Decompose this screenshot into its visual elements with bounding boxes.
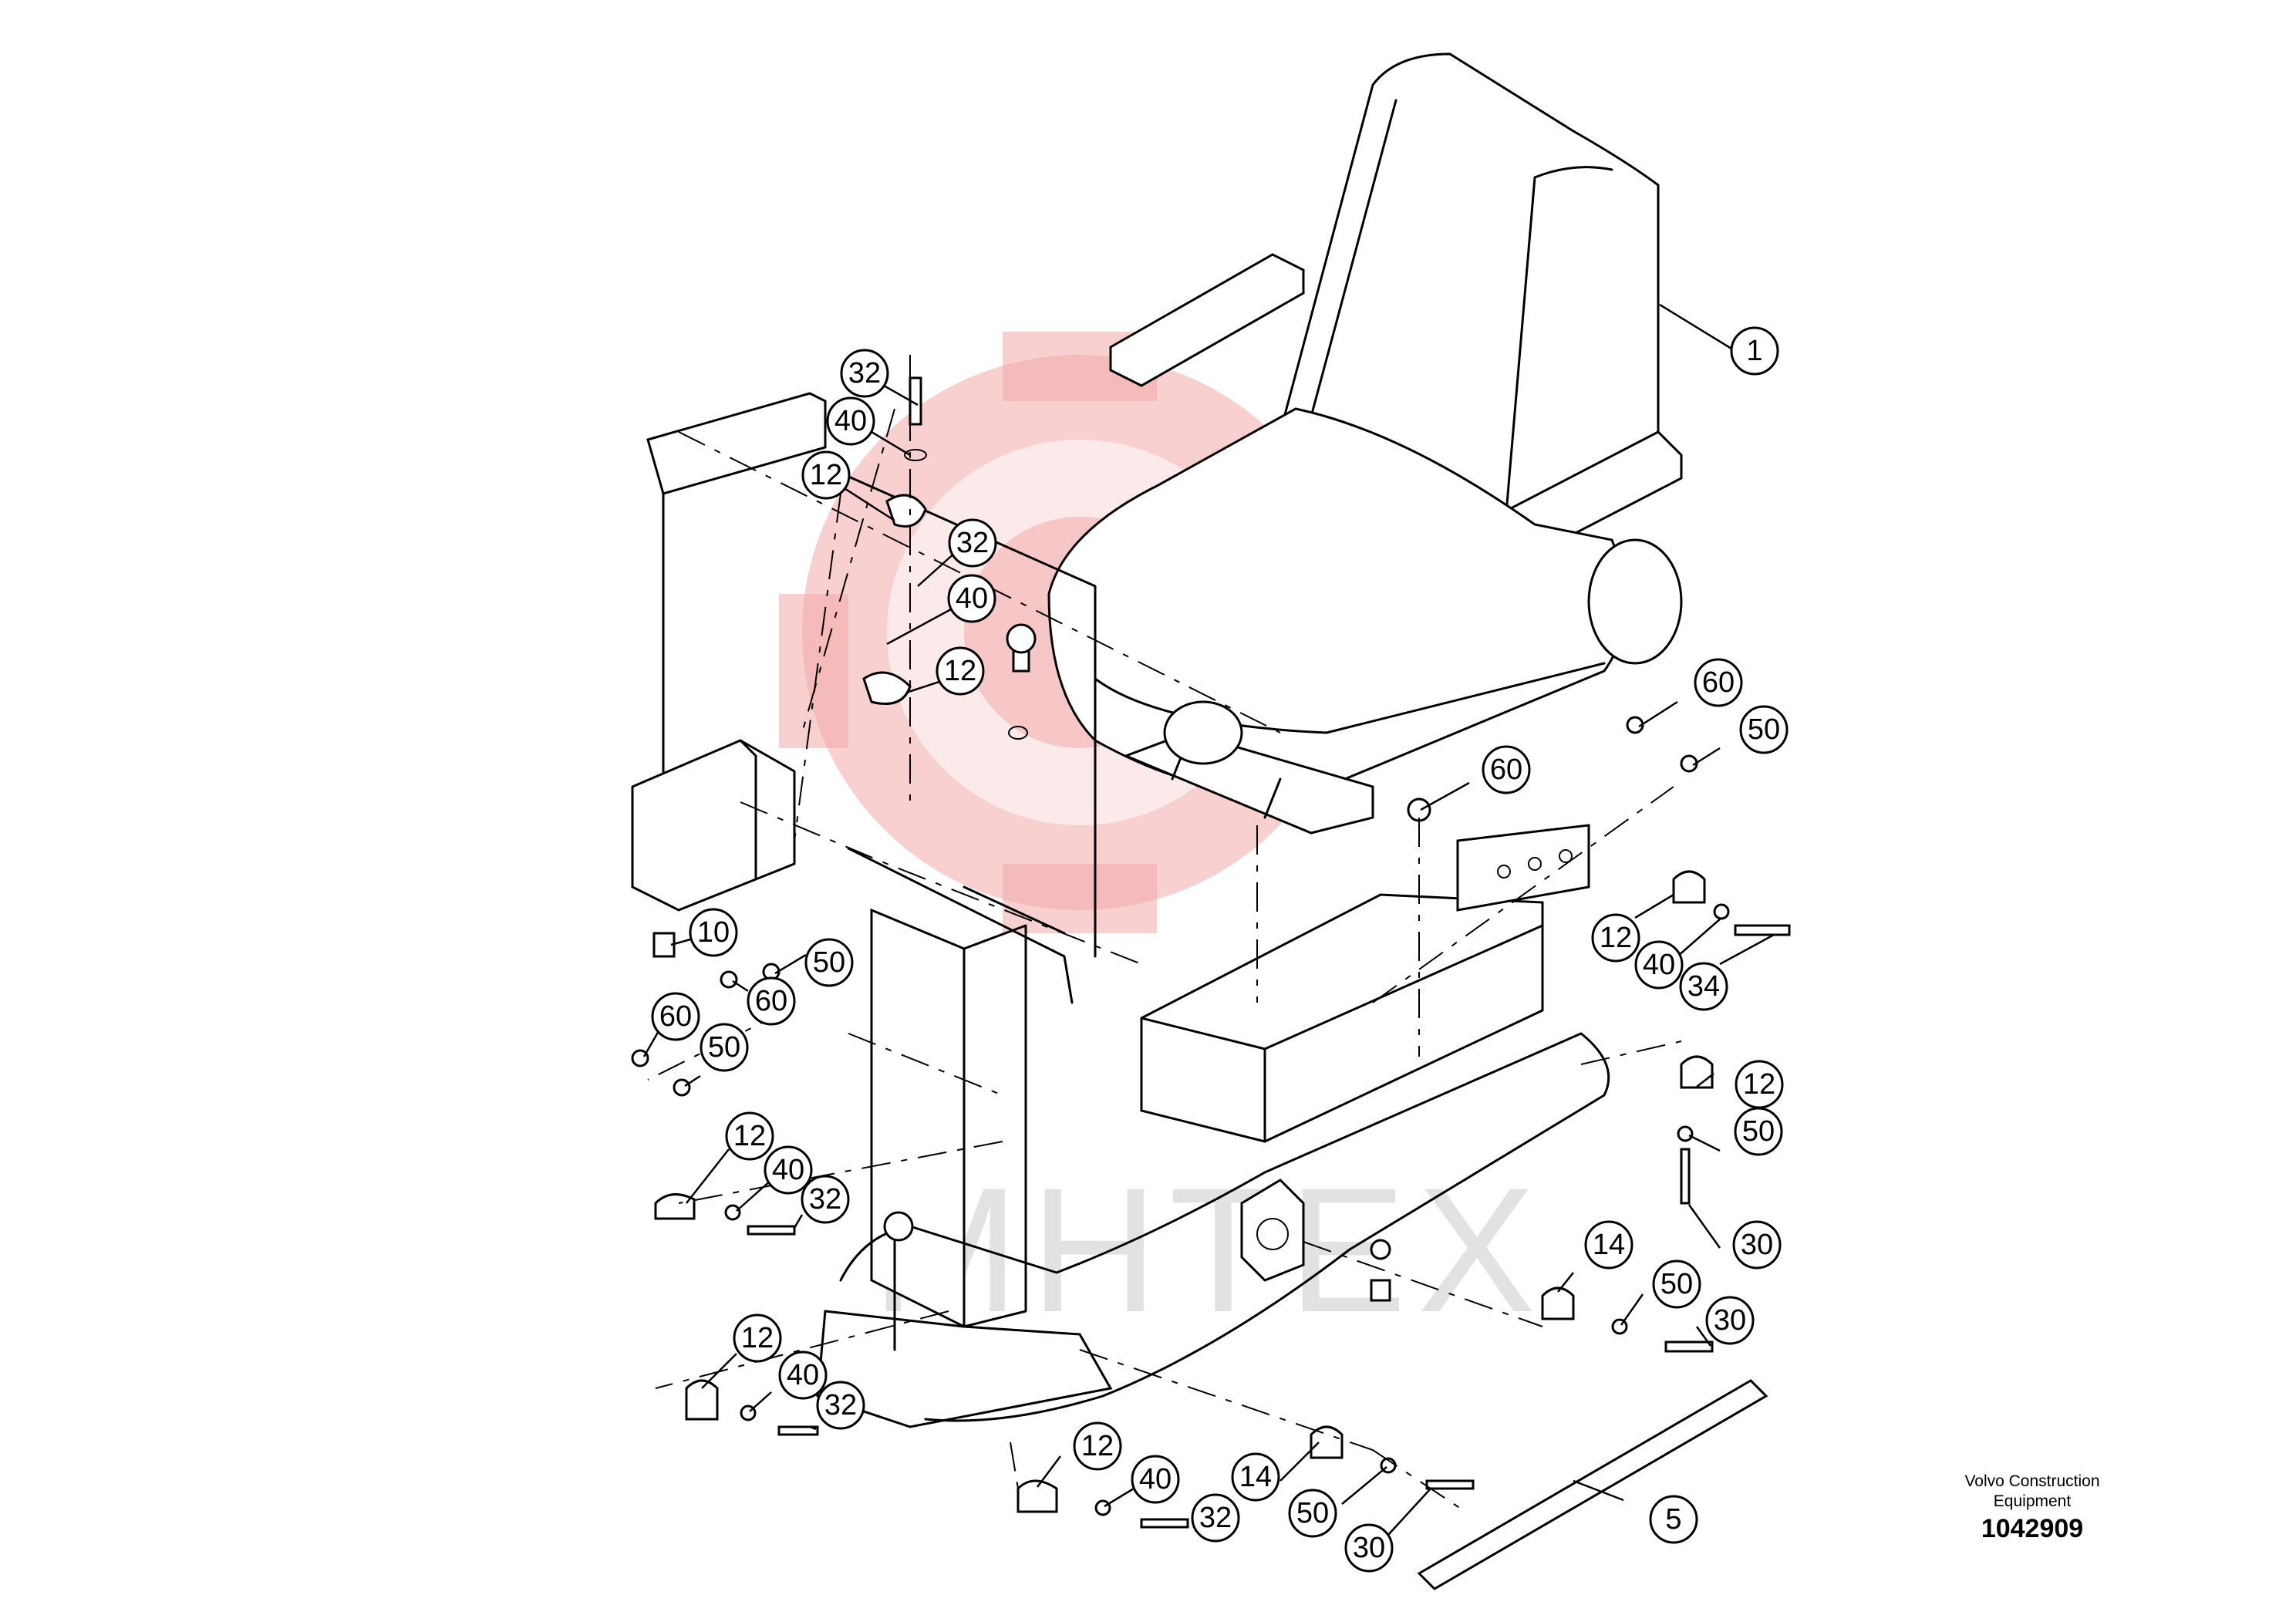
- svg-text:40: 40: [834, 405, 867, 437]
- svg-text:12: 12: [733, 1120, 766, 1152]
- callout-12: 12: [1073, 1421, 1122, 1471]
- callout-40: 40: [947, 574, 996, 623]
- callout-60: 60: [1482, 745, 1531, 794]
- callout-34: 34: [1679, 962, 1728, 1011]
- svg-text:32: 32: [824, 1389, 857, 1421]
- callout-30: 30: [1732, 1220, 1782, 1270]
- mounting-frame: [631, 392, 1610, 1428]
- svg-text:50: 50: [1296, 1497, 1329, 1529]
- svg-text:12: 12: [741, 1322, 774, 1354]
- svg-text:14: 14: [1239, 1461, 1272, 1493]
- svg-text:1: 1: [1746, 335, 1762, 367]
- callout-50: 50: [1734, 1107, 1783, 1156]
- callout-32: 32: [801, 1175, 850, 1224]
- callout-50: 50: [1288, 1489, 1337, 1538]
- callout-32: 32: [1191, 1493, 1240, 1543]
- callout-5: 5: [1649, 1495, 1698, 1544]
- publisher-credit: Volvo Construction Equipment: [1893, 1472, 2171, 1512]
- callout-10: 10: [689, 908, 738, 957]
- svg-text:50: 50: [1748, 713, 1780, 746]
- svg-text:40: 40: [956, 582, 988, 615]
- svg-text:30: 30: [1741, 1229, 1773, 1261]
- svg-text:32: 32: [848, 357, 881, 389]
- callout-40: 40: [1634, 940, 1684, 990]
- svg-text:60: 60: [1702, 666, 1735, 699]
- watermark-text: MHTEX: [872, 1151, 1546, 1349]
- callout-40: 40: [826, 396, 875, 446]
- callout-60: 60: [1694, 658, 1743, 707]
- callout-12: 12: [936, 646, 985, 696]
- callout-50: 50: [804, 938, 854, 987]
- callout-40: 40: [764, 1145, 813, 1195]
- svg-text:32: 32: [956, 527, 989, 559]
- callout-32: 32: [840, 349, 889, 398]
- callout-12: 12: [1591, 913, 1640, 963]
- callout-32: 32: [816, 1381, 865, 1430]
- svg-text:40: 40: [1139, 1463, 1172, 1496]
- svg-text:32: 32: [809, 1183, 841, 1216]
- svg-text:30: 30: [1353, 1532, 1385, 1564]
- svg-text:5: 5: [1665, 1503, 1681, 1536]
- svg-text:12: 12: [1081, 1430, 1114, 1462]
- callout-30: 30: [1344, 1523, 1394, 1573]
- callout-14: 14: [1584, 1220, 1633, 1270]
- svg-text:50: 50: [1742, 1115, 1775, 1148]
- callouts: 1 32 40 12 32 40 12 60 50 60 12 40 34 10…: [651, 326, 1789, 1573]
- callout-14: 14: [1231, 1452, 1280, 1502]
- svg-text:60: 60: [1490, 754, 1522, 786]
- svg-text:50: 50: [813, 946, 845, 979]
- hardware: [631, 376, 1791, 1590]
- callout-12: 12: [1735, 1060, 1784, 1109]
- svg-text:12: 12: [1600, 922, 1632, 954]
- leader-lines: [642, 303, 1775, 1536]
- callout-50: 50: [1652, 1259, 1701, 1309]
- callout-60: 60: [651, 992, 700, 1041]
- callout-12: 12: [733, 1313, 782, 1363]
- svg-text:40: 40: [1643, 949, 1675, 981]
- callout-40: 40: [1131, 1455, 1180, 1504]
- callout-40: 40: [778, 1351, 828, 1400]
- callout-30: 30: [1705, 1296, 1755, 1345]
- svg-text:50: 50: [708, 1031, 740, 1064]
- svg-text:32: 32: [1199, 1502, 1232, 1534]
- callout-50: 50: [700, 1023, 749, 1072]
- svg-text:14: 14: [1593, 1229, 1625, 1261]
- svg-text:60: 60: [659, 1000, 692, 1033]
- svg-text:50: 50: [1660, 1268, 1693, 1300]
- callout-50: 50: [1739, 705, 1789, 754]
- callout-60: 60: [747, 976, 796, 1026]
- callout-12: 12: [801, 450, 851, 500]
- callout-12: 12: [725, 1111, 774, 1161]
- svg-text:12: 12: [810, 459, 842, 491]
- credit-line-2: Equipment: [1993, 1492, 2072, 1510]
- document-number: 1042909: [1981, 1514, 2084, 1543]
- callout-1: 1: [1730, 326, 1779, 376]
- svg-text:10: 10: [697, 916, 730, 949]
- svg-text:40: 40: [772, 1154, 804, 1186]
- callout-32: 32: [948, 518, 997, 568]
- svg-text:30: 30: [1714, 1304, 1746, 1337]
- svg-text:12: 12: [944, 655, 976, 687]
- seat-assembly: [1047, 52, 1683, 835]
- svg-text:40: 40: [787, 1359, 819, 1391]
- svg-text:34: 34: [1687, 970, 1720, 1003]
- credit-line-1: Volvo Construction: [1964, 1472, 2100, 1490]
- svg-text:12: 12: [1743, 1068, 1775, 1101]
- svg-text:60: 60: [755, 985, 787, 1017]
